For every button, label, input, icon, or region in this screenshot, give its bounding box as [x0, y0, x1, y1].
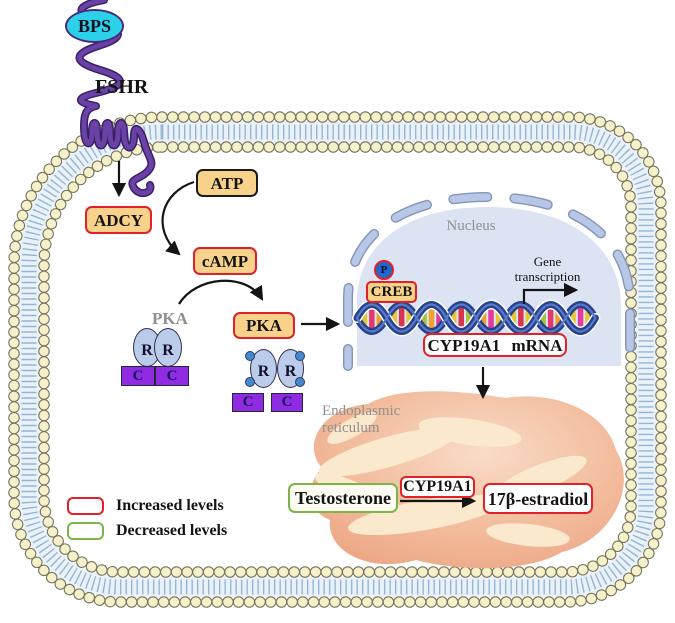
fshr-label: FSHR	[95, 76, 149, 98]
c-label: C	[281, 394, 293, 410]
r-label: R	[162, 342, 174, 359]
pka-c-subunit-active: C	[271, 393, 303, 412]
legend-decreased-swatch	[67, 522, 104, 540]
creb-label: CREB	[370, 283, 413, 300]
er-line2: reticulum	[322, 419, 380, 436]
dna-base-bar	[398, 306, 405, 331]
dna-strand	[355, 303, 597, 333]
c-label: C	[242, 394, 254, 410]
pka-c-subunit-active: C	[232, 393, 264, 412]
er-label: Endoplasmic reticulum	[322, 403, 400, 437]
testosterone-label: Testosterone	[295, 488, 391, 508]
er-line1: Endoplasmic	[322, 403, 401, 419]
camp-binding-dot	[245, 351, 255, 361]
pka-label: PKA	[246, 316, 282, 335]
adcy-node: ADCY	[85, 206, 152, 234]
c-label: C	[166, 367, 178, 384]
testosterone-node: Testosterone	[288, 483, 398, 513]
arrow-atp-to-camp	[161, 180, 195, 256]
bps-ligand: BPS	[65, 9, 124, 43]
fshr-receptor-squiggle	[75, 0, 156, 198]
atp-label: ATP	[210, 173, 244, 193]
legend-increased-swatch	[67, 497, 104, 515]
gene-line2: transcription	[514, 268, 581, 284]
r-label: R	[141, 342, 153, 359]
pka-c-subunit: C	[121, 366, 155, 386]
gene-transcription-arrow	[522, 282, 579, 304]
dna-base-bar	[488, 306, 494, 331]
gene-transcription-label: Gene transcription	[505, 254, 590, 285]
dna-base-bar	[547, 306, 554, 331]
r-label: R	[257, 363, 270, 380]
bps-label: BPS	[77, 15, 111, 36]
plasma-membrane	[8, 111, 667, 608]
nucleus-label: Nucleus	[446, 218, 496, 234]
camp-label: cAMP	[201, 251, 249, 271]
arrows	[111, 161, 579, 509]
legend-increased-label: Increased levels	[116, 497, 224, 514]
gene-line1: Gene	[533, 254, 562, 269]
camp-node: cAMP	[193, 247, 257, 275]
camp-binding-dot	[295, 377, 305, 387]
legend-decreased-label: Decreased levels	[116, 522, 228, 539]
camp-binding-dot	[295, 351, 305, 361]
phospho-badge: P	[374, 260, 394, 280]
arrow-camp-to-pka	[178, 279, 264, 305]
camp-binding-dot	[245, 377, 255, 387]
cyp19a1-label: CYP19A1	[403, 478, 472, 495]
estradiol-node: 17β-estradiol	[483, 483, 593, 514]
dna-base-bar	[577, 306, 584, 331]
dna-base-bar	[369, 306, 375, 331]
phospho-label: P	[380, 264, 388, 276]
pka-inactive-label: PKA	[152, 309, 188, 328]
dna-base-bar	[518, 306, 524, 331]
dna-base-bar	[428, 306, 435, 331]
dna-helix	[352, 299, 601, 337]
dna-base-bar	[458, 306, 464, 331]
pka-active-node: PKA	[233, 312, 295, 339]
pka-r-subunit: R	[154, 328, 182, 367]
cyp19a1-mrna-label: CYP19A1 mRNA	[427, 335, 563, 355]
pka-c-subunit: C	[155, 366, 189, 386]
creb-node: CREB	[366, 281, 417, 303]
adcy-label: ADCY	[93, 210, 144, 230]
c-label: C	[132, 367, 144, 384]
atp-node: ATP	[196, 169, 258, 197]
estradiol-label: 17β-estradiol	[487, 488, 589, 509]
cyp19a1-enzyme-node: CYP19A1	[400, 476, 475, 498]
r-label: R	[284, 363, 297, 380]
cyp19a1-mrna-node: CYP19A1 mRNA	[423, 333, 567, 357]
